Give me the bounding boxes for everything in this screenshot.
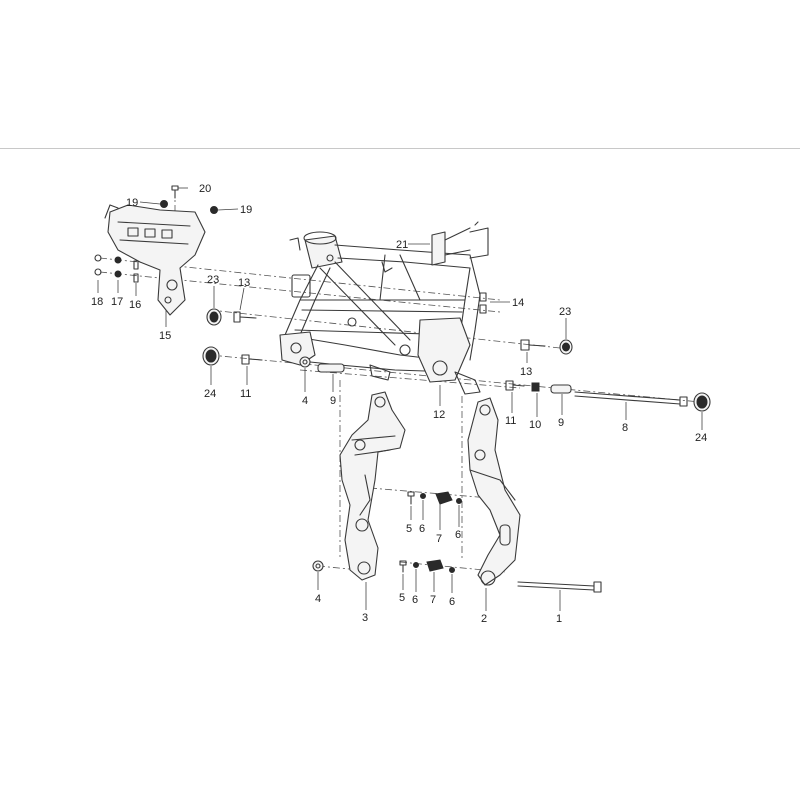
callout-19-right: 19 [240,204,252,216]
callout-11-left: 11 [240,388,251,400]
callout-19-left: 19 [126,197,138,209]
callout-24-right: 24 [695,432,707,444]
bolt-20 [171,185,179,199]
bracket-21 [431,227,471,266]
callout-6-lower-b: 6 [449,596,455,608]
sensor-7-upper [435,491,453,505]
nut-19-left [160,200,168,208]
callout-20: 20 [199,183,211,195]
bolt-16 [133,260,139,283]
callout-8: 8 [622,422,628,434]
nut-19-right [210,206,218,214]
top-divider-rule [0,148,800,149]
washer-18 [94,254,102,276]
washer-6-lower-a [413,562,419,568]
callout-5-upper: 5 [406,523,412,535]
callout-15: 15 [159,330,171,342]
through-bolt-1 [517,581,602,593]
washer-6-upper-a [420,493,426,499]
callout-3: 3 [362,612,368,624]
callout-23-left: 23 [207,274,219,286]
spacer-9-right [550,384,572,394]
washer-6-lower-b [449,567,455,573]
callout-23-right: 23 [559,306,571,318]
bolt-13-right [520,339,546,351]
callout-13-left: 13 [238,277,250,289]
bushing-23-left [206,308,222,326]
bushing-24-left [202,346,220,366]
callout-5-lower: 5 [399,592,405,604]
callout-18: 18 [91,296,103,308]
callout-10: 10 [529,419,541,431]
leader-lines [97,187,703,611]
engine-bracket-3 [339,391,406,581]
front-subframe-15 [104,204,206,316]
callout-1: 1 [556,613,562,625]
nut-17 [114,256,122,278]
callout-7-lower: 7 [430,594,436,606]
callout-4-upper: 4 [302,395,308,407]
axle-8 [574,391,688,407]
nut-4-lower [312,560,324,572]
main-frame [279,221,489,395]
callout-6-upper-b: 6 [455,529,461,541]
bolt-14 [479,292,487,314]
callout-2: 2 [481,613,487,625]
callout-4-lower: 4 [315,593,321,605]
bolt-11-right [505,380,525,391]
callout-labels: 20 19 19 21 23 13 18 17 16 14 23 15 13 2… [91,183,707,625]
bolt-5-upper [407,491,415,505]
callout-16: 16 [129,299,141,311]
nut-4-upper [299,356,311,368]
callout-17: 17 [111,296,123,308]
callout-21: 21 [396,239,408,251]
callout-14: 14 [512,297,524,309]
callout-11-right: 11 [505,415,516,427]
callout-13-right: 13 [520,366,532,378]
bushing-23-right [559,339,573,355]
bushing-24-right [693,392,711,412]
callout-9-left: 9 [330,395,336,407]
callout-7-upper: 7 [436,533,442,545]
callout-9-right: 9 [558,417,564,429]
callout-24-left: 24 [204,388,216,400]
engine-bracket-2 [467,397,521,586]
washer-6-upper-b [456,498,462,504]
sensor-7-lower [426,559,444,572]
callout-6-lower-a: 6 [412,594,418,606]
nut-10 [531,382,540,392]
spacer-9-left [317,363,345,373]
bolt-13-left [233,311,257,323]
bolt-5-lower [399,560,407,573]
callout-12: 12 [433,409,445,421]
callout-6-upper-a: 6 [419,523,425,535]
bolt-11-left [241,354,263,365]
